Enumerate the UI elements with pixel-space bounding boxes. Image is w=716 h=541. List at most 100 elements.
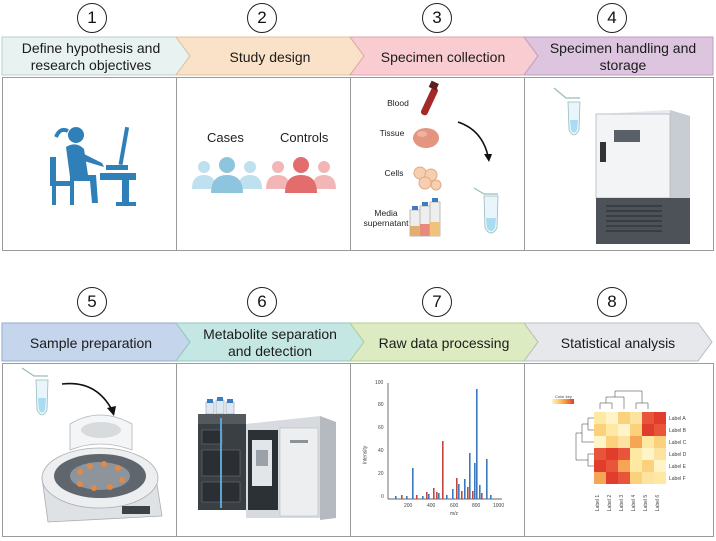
peak	[467, 487, 469, 499]
step-number-text: 5	[87, 292, 97, 311]
step-number-text: 4	[607, 8, 617, 27]
solvent-bottles-icon	[205, 397, 235, 415]
specimen-blood-label: Blood	[387, 98, 409, 108]
blood-tube-icon	[420, 80, 439, 116]
heatmap-cell	[606, 460, 618, 472]
y-tick-label: 80	[378, 402, 384, 408]
lc-ms-instrument-illustration	[198, 397, 336, 520]
step-3-number: 3	[422, 3, 452, 33]
heatmap-cell	[642, 424, 654, 436]
heatmap-col-label: Label 2	[607, 494, 614, 512]
banner-4-shape	[523, 36, 714, 76]
color-key-label: Color key	[555, 394, 572, 399]
peak	[438, 493, 440, 499]
heatmap-cell	[618, 424, 630, 436]
peak	[472, 491, 474, 499]
panel-7	[350, 363, 525, 537]
peak	[433, 488, 435, 499]
peak	[456, 478, 458, 499]
specimen-cells-label: Cells	[384, 168, 404, 178]
step-8-number: 8	[597, 287, 627, 317]
mass-spectrum-chart	[387, 383, 502, 500]
heatmap-chart	[552, 390, 666, 484]
heatmap-row-label: Label F	[669, 476, 686, 482]
step-6-label: Metabolite separation and detection	[203, 326, 337, 359]
x-tick-label: 800	[472, 503, 481, 509]
cases-group-icon	[192, 157, 262, 193]
cells-icon	[413, 166, 442, 191]
panel-1	[2, 77, 177, 251]
step-8-label: Statistical analysis	[560, 334, 676, 351]
heatmap-cell	[594, 436, 606, 448]
peak	[464, 479, 466, 499]
heatmap-cell	[606, 472, 618, 484]
heatmap-cell	[606, 412, 618, 424]
heatmap-col-label: Label 6	[655, 494, 662, 512]
controls-group-icon	[266, 157, 336, 193]
peak	[412, 468, 414, 499]
peak	[416, 495, 418, 499]
storage-tube-icon	[553, 87, 581, 136]
step-7-number: 7	[422, 287, 452, 317]
row-1-banners	[1, 36, 714, 76]
heatmap-row-label: Label E	[669, 464, 686, 470]
step-number-text: 6	[257, 292, 267, 311]
y-axis-label: Intensity	[362, 445, 369, 465]
heatmap-cell	[630, 412, 642, 424]
heatmap-cell	[642, 460, 654, 472]
heatmap-row-label: Label A	[669, 416, 686, 422]
heatmap-cell	[630, 472, 642, 484]
heatmap-cell	[642, 448, 654, 460]
heatmap-cell	[642, 412, 654, 424]
color-key-bar	[552, 399, 574, 404]
peak	[446, 495, 448, 499]
eppendorf-tube-icon	[473, 187, 499, 234]
step-number-text: 2	[257, 8, 267, 27]
heatmap-cell	[654, 436, 666, 448]
arrow-icon	[457, 121, 492, 162]
row-dendrogram	[575, 417, 594, 467]
y-tick-label: 0	[381, 494, 384, 500]
x-axis-label: m/z	[450, 511, 459, 517]
step-4-label: Specimen handling and storage	[549, 40, 697, 73]
cases-label: Cases	[207, 130, 244, 145]
heatmap-col-label: Label 1	[595, 494, 602, 512]
heatmap-cell	[618, 436, 630, 448]
step-2-label: Study design	[229, 48, 311, 65]
heatmap-cell	[630, 424, 642, 436]
heatmap-cell	[594, 448, 606, 460]
heatmap-col-label: Label 3	[619, 494, 626, 512]
step-2-number: 2	[247, 3, 277, 33]
peak	[406, 496, 408, 499]
y-tick-label: 60	[378, 425, 384, 431]
heatmap-cell	[642, 472, 654, 484]
heatmap-cell	[654, 424, 666, 436]
hplc-unit-icon	[198, 414, 246, 510]
heatmap-cell	[606, 424, 618, 436]
banner-8-shape	[523, 322, 713, 362]
x-tick-label: 200	[404, 503, 413, 509]
heatmap-cell	[594, 412, 606, 424]
step-3-label: Specimen collection	[380, 48, 506, 65]
x-tick-label: 400	[427, 503, 436, 509]
heatmap-cell	[630, 448, 642, 460]
heatmap-row-label: Label B	[669, 428, 686, 434]
peak	[481, 493, 483, 499]
specimen-media-label: Media supernatant	[363, 208, 409, 228]
peak	[395, 496, 397, 499]
tissue-icon	[413, 128, 439, 148]
media-bottles-icon	[409, 198, 441, 237]
step-1-number: 1	[77, 3, 107, 33]
peak	[461, 491, 463, 499]
peak	[469, 453, 471, 499]
peak	[474, 463, 476, 499]
ultra-low-freezer-icon	[595, 110, 690, 244]
peak	[476, 389, 478, 499]
peak	[479, 485, 481, 499]
peak	[486, 459, 488, 499]
step-number-text: 7	[432, 292, 442, 311]
heatmap-row-label: Label D	[669, 452, 687, 458]
step-6-number: 6	[247, 287, 277, 317]
step-number-text: 8	[607, 292, 617, 311]
step-5-label: Sample preparation	[29, 334, 153, 351]
